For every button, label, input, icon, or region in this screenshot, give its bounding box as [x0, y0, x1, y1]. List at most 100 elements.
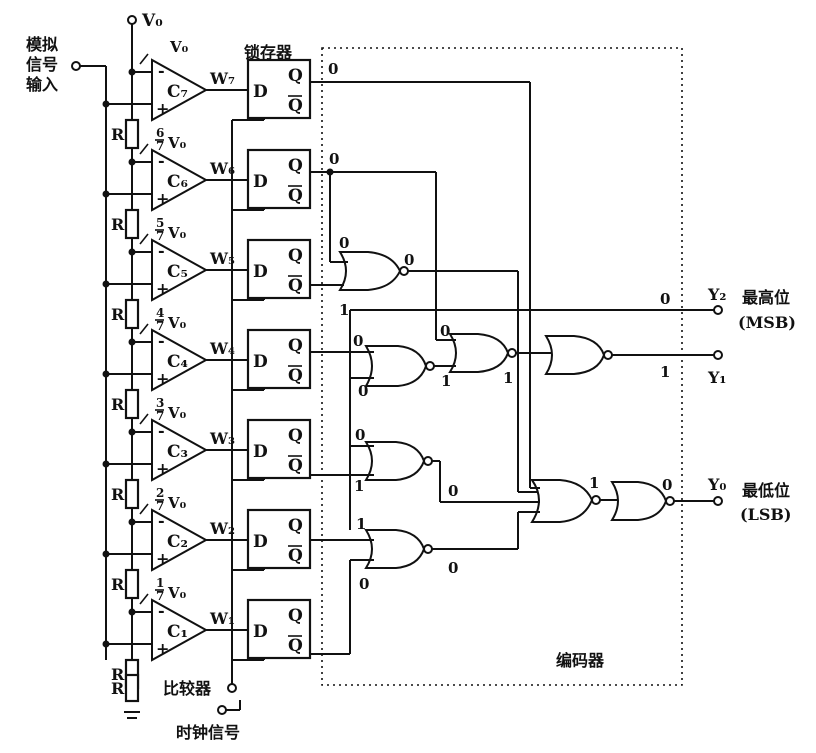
ref-num-c3: 3	[156, 396, 164, 410]
y1-terminal	[713, 350, 723, 360]
clock-signal-label: 时钟信号	[176, 723, 240, 742]
ref-num-c4: 4	[156, 306, 164, 320]
analog-input-label-2: 信号	[26, 55, 58, 74]
g2-in-top-level: 0	[353, 332, 363, 350]
ref-den-c6: 7	[156, 139, 164, 153]
latch-1-d: D	[253, 622, 268, 642]
comparator-c6	[151, 148, 209, 212]
resistor-r2	[124, 568, 140, 600]
lsb-label-1: 最低位	[742, 481, 790, 500]
ref-num-c5: 5	[156, 216, 164, 230]
v0-terminal	[127, 15, 137, 25]
y2-terminal	[713, 305, 723, 315]
lsb-label-2: (LSB)	[740, 505, 791, 524]
encoder-label: 编码器	[556, 651, 605, 670]
resistor-r7-label: R	[111, 125, 125, 144]
comparator-clock-terminal	[227, 683, 237, 693]
resistor-r5-label: R	[111, 305, 125, 324]
ref-num-c1: 1	[156, 576, 164, 590]
comparator-c2-label: C₂	[167, 532, 188, 552]
analog-input-label-3: 输入	[26, 75, 58, 94]
output-w5-label: W₅	[209, 249, 235, 268]
ref-den-c4: 7	[156, 319, 164, 333]
msb-label-2: (MSB)	[738, 313, 796, 332]
comparator-c6-minus: -	[158, 151, 165, 170]
resistor-r6	[124, 208, 140, 240]
ref-v-c2: V₀	[167, 494, 187, 512]
comparator-c4-plus: +	[156, 369, 169, 388]
g4-out-level: 1	[503, 369, 513, 387]
q6-level: 0	[329, 150, 339, 168]
comparator-c1-plus: +	[156, 639, 169, 658]
latch-4-d: D	[253, 352, 268, 372]
latch-5-q: Q	[288, 246, 303, 266]
latch-4	[246, 328, 312, 390]
gate-3-nor	[364, 441, 433, 481]
g1-out-level: 0	[404, 251, 414, 269]
g7-out-level: 1	[589, 474, 599, 492]
resistor-r3	[124, 478, 140, 510]
output-w6-label: W₆	[209, 159, 235, 178]
g2-out-level: 1	[441, 372, 451, 390]
gate-4-nor	[448, 333, 517, 373]
ref-v-c5: V₀	[167, 224, 187, 242]
latch-4-qbar: Q	[288, 366, 303, 386]
latch-7-d: D	[253, 82, 268, 102]
comparator-c5-plus: +	[156, 279, 169, 298]
comparator-c1-minus: -	[158, 601, 165, 620]
g1-in-top-level: 0	[339, 234, 349, 252]
output-w3-label: W₃	[209, 429, 235, 448]
latch-5	[246, 238, 312, 300]
resistor-r4-label: R	[111, 395, 125, 414]
analog-input-terminal	[71, 61, 81, 71]
encoder-boundary	[321, 47, 683, 686]
comparator-c6-plus: +	[156, 189, 169, 208]
ref-den-c1: 7	[156, 589, 164, 603]
y0-value: 0	[662, 476, 672, 494]
y1-value: 1	[660, 363, 670, 381]
gate-8-nor	[610, 481, 675, 521]
comparator-c4-minus: -	[158, 331, 165, 350]
gate-2-nor	[364, 345, 435, 387]
y1-label: Y₁	[707, 368, 726, 387]
resistor-r6-label: R	[111, 215, 125, 234]
ref-num-c6: 6	[156, 126, 164, 140]
latch-5-qbar: Q	[288, 276, 303, 296]
ref-den-c2: 7	[156, 499, 164, 513]
g2-in-bottom-level: 0	[358, 382, 368, 400]
comparator-c3	[151, 418, 209, 482]
latch-5-d: D	[253, 262, 268, 282]
latch-7-q: Q	[288, 66, 303, 86]
analog-input-label-1: 模拟	[26, 35, 58, 54]
g3-in-top-level: 0	[355, 426, 365, 444]
comparator-c4	[151, 328, 209, 392]
gate-6-nor	[544, 335, 613, 375]
latch-2-qbar: Q	[288, 546, 303, 566]
comparator-c7-label: C₇	[167, 82, 188, 102]
latch-6-qbar: Q	[288, 186, 303, 206]
comparator-label: 比较器	[163, 679, 212, 698]
q7-level: 0	[328, 60, 338, 78]
resistor-r1-label: R	[111, 665, 125, 684]
latch-1-qbar: Q	[288, 636, 303, 656]
latch-4-q: Q	[288, 336, 303, 356]
comparator-c7	[151, 58, 209, 122]
latch-3-qbar: Q	[288, 456, 303, 476]
resistor-r4	[124, 388, 140, 420]
ref-den-c5: 7	[156, 229, 164, 243]
resistor-r2-label: R	[111, 575, 125, 594]
ref-v-c1: V₀	[167, 584, 187, 602]
comparator-c2-minus: -	[158, 511, 165, 530]
clock-terminal	[217, 705, 227, 715]
resistor-r7	[124, 118, 140, 150]
resistor-bottom	[124, 673, 140, 703]
output-w2-label: W₂	[209, 519, 235, 538]
gate-1-nor	[338, 251, 409, 291]
resistor-r5	[124, 298, 140, 330]
output-w1-label: W₁	[209, 609, 235, 628]
gate-5-nor	[364, 529, 433, 569]
latch-7-qbar: Q	[288, 96, 303, 116]
comparator-c3-label: C₃	[167, 442, 188, 462]
